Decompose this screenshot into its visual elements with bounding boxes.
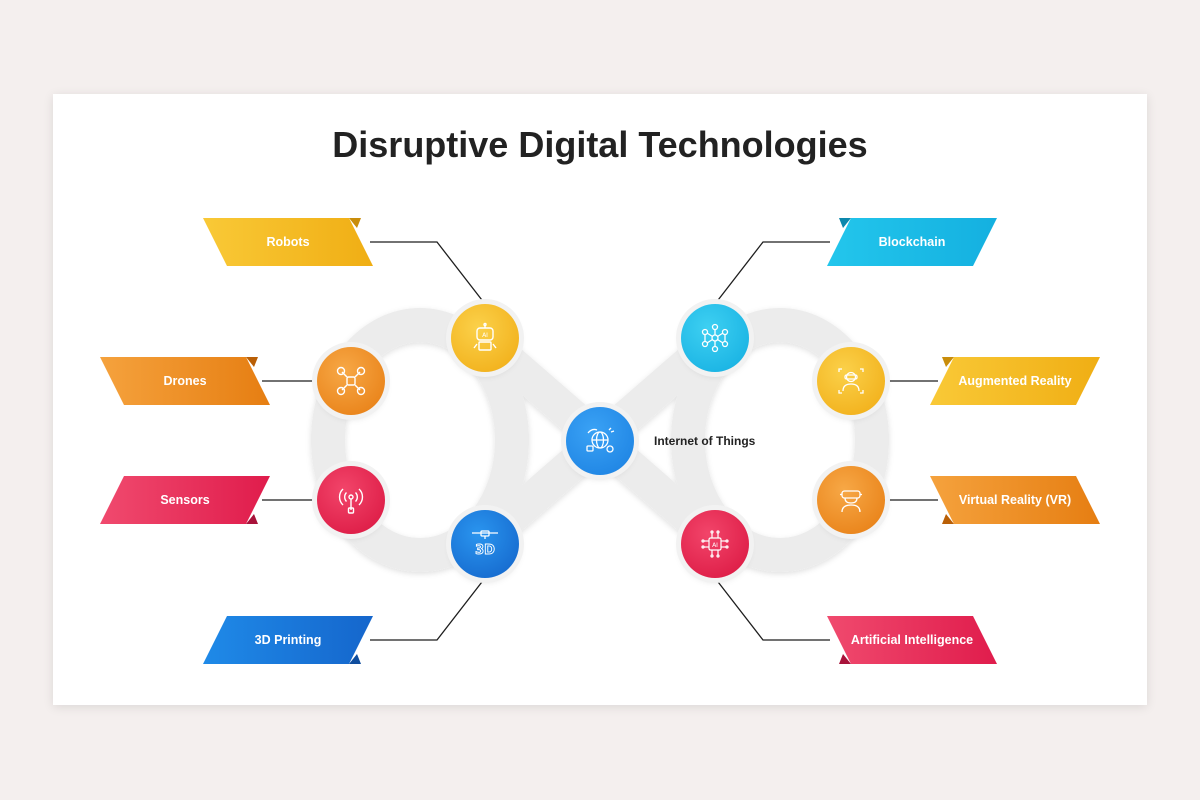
banner-shape — [930, 476, 1100, 524]
node-internet-of-things — [566, 407, 634, 475]
connector-lines — [262, 241, 938, 641]
label-text: Sensors — [160, 493, 210, 507]
node-augmented-reality — [817, 347, 885, 415]
sensor-antenna-icon — [338, 488, 364, 514]
vr-headset-icon — [840, 490, 862, 513]
label-3d-printing: 3D Printing — [203, 616, 373, 664]
label-virtual-reality: Virtual Reality (VR) — [930, 476, 1100, 524]
node-3d-printing: 3D — [451, 510, 519, 578]
banner-shape — [203, 616, 373, 664]
label-text: Augmented Reality — [958, 374, 1072, 388]
svg-text:3D: 3D — [475, 543, 495, 558]
ai-chip-icon: AI — [701, 530, 729, 558]
banner-shape — [827, 218, 997, 266]
label-augmented-reality: Augmented Reality — [930, 357, 1100, 405]
center-label: Internet of Things — [654, 434, 756, 448]
drone-icon — [336, 366, 366, 396]
3d-printer-icon: 3D — [472, 530, 498, 558]
label-text: Blockchain — [878, 235, 946, 249]
label-robots: Robots — [203, 218, 373, 266]
node-blockchain — [681, 304, 749, 372]
ar-person-icon — [838, 368, 864, 394]
node-drones — [317, 347, 385, 415]
node-sensors — [317, 466, 385, 534]
node-robots: AI — [451, 304, 519, 372]
label-text: Virtual Reality (VR) — [958, 493, 1072, 507]
node-virtual-reality — [817, 466, 885, 534]
label-sensors: Sensors — [100, 476, 270, 524]
label-artificial-intelligence: Artificial Intelligence — [827, 616, 997, 664]
label-text: Drones — [163, 374, 207, 388]
svg-text:AI: AI — [482, 332, 488, 339]
label-text: 3D Printing — [254, 633, 322, 647]
label-text: Artificial Intelligence — [850, 633, 974, 647]
page-title: Disruptive Digital Technologies — [332, 124, 868, 165]
blockchain-network-icon — [701, 323, 729, 353]
svg-text:AI: AI — [712, 542, 718, 549]
label-blockchain: Blockchain — [827, 218, 997, 266]
globe-network-icon — [586, 427, 615, 453]
banner-shape — [930, 357, 1100, 405]
label-drones: Drones — [100, 357, 270, 405]
ai-robot-icon: AI — [473, 322, 497, 351]
banner-shape — [827, 616, 997, 664]
banner-shape — [100, 357, 270, 405]
banner-shape — [203, 218, 373, 266]
label-text: Robots — [266, 235, 310, 249]
node-artificial-intelligence: AI — [681, 510, 749, 578]
banner-shape — [100, 476, 270, 524]
